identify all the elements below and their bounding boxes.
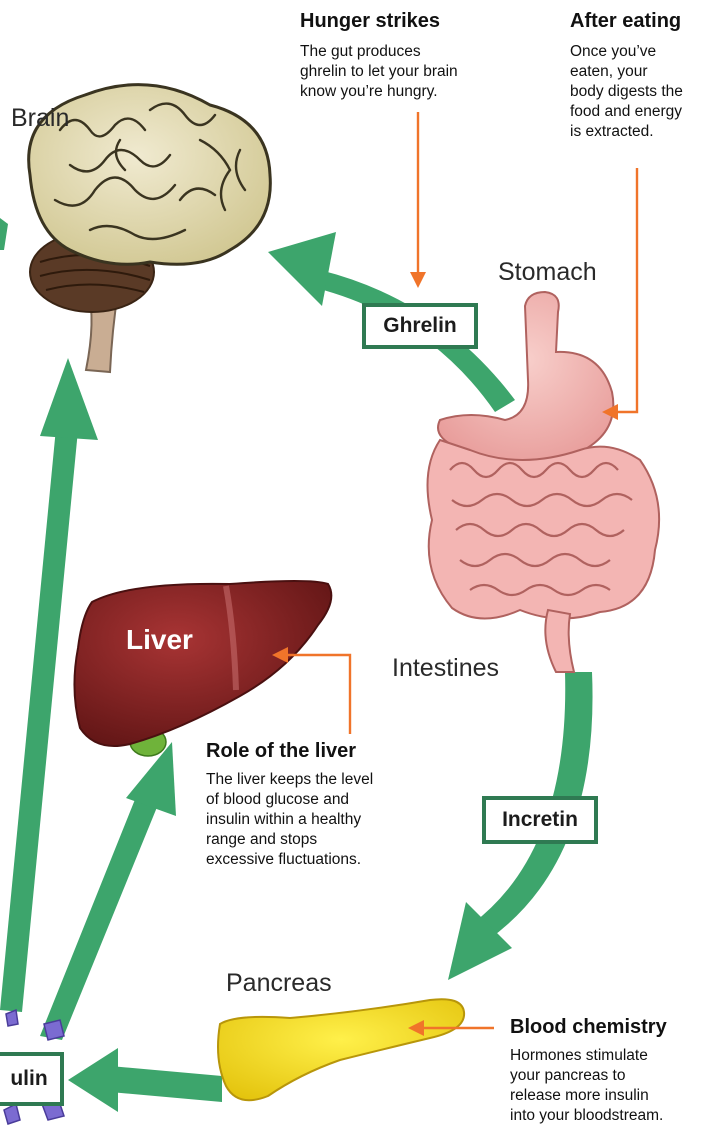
hunger-line: The gut produces [300, 42, 458, 62]
ghrelin-box: Ghrelin [362, 303, 478, 349]
edge-arrow [0, 218, 8, 250]
blood-line: release more insulin [510, 1086, 663, 1106]
pancreas-label: Pancreas [226, 969, 332, 998]
liver-illustration [74, 581, 331, 756]
blood-line: into your bloodstream. [510, 1106, 663, 1126]
hunger-line: ghrelin to let your brain [300, 62, 458, 82]
pancreas-illustration [218, 999, 464, 1100]
after-eating-line: body digests the [570, 82, 683, 102]
after-eating-line: Once you’ve [570, 42, 683, 62]
after-eating-text: Once you’ve eaten, your body digests the… [570, 42, 683, 142]
liver-note-title: Role of the liver [206, 740, 356, 763]
liver-label: Liver [126, 624, 193, 656]
liver-arrow [40, 782, 164, 1040]
after-eating-line: eaten, your [570, 62, 683, 82]
liver-note-line: of blood glucose and [206, 790, 373, 810]
hunger-text: The gut produces ghrelin to let your bra… [300, 42, 458, 102]
ghrelin-arrow-head [268, 232, 336, 306]
liver-note-line: excessive fluctuations. [206, 850, 373, 870]
after-eating-line: food and energy [570, 102, 683, 122]
liver-note-line: range and stops [206, 830, 373, 850]
after-eating-line: is extracted. [570, 122, 683, 142]
pancreas-arrow [110, 1066, 222, 1102]
liver-pointer [282, 655, 350, 734]
hunger-title: Hunger strikes [300, 10, 440, 33]
after-eating-title: After eating [570, 10, 681, 33]
hunger-line: know you’re hungry. [300, 82, 458, 102]
intestines-label: Intestines [392, 654, 499, 683]
blood-text: Hormones stimulate your pancreas to rele… [510, 1046, 663, 1126]
liver-note-line: The liver keeps the level [206, 770, 373, 790]
insulin-box: ulin [0, 1052, 64, 1106]
stomach-label: Stomach [498, 258, 597, 287]
brain-label: Brain [11, 104, 69, 133]
liver-note-text: The liver keeps the level of blood gluco… [206, 770, 373, 870]
after-eating-pointer [612, 168, 637, 412]
incretin-box: Incretin [482, 796, 598, 844]
blood-line: your pancreas to [510, 1066, 663, 1086]
pancreas-arrow-head [68, 1048, 118, 1112]
blood-line: Hormones stimulate [510, 1046, 663, 1066]
brain-arrow [0, 428, 78, 1012]
liver-note-line: insulin within a healthy [206, 810, 373, 830]
blood-title: Blood chemistry [510, 1016, 667, 1039]
